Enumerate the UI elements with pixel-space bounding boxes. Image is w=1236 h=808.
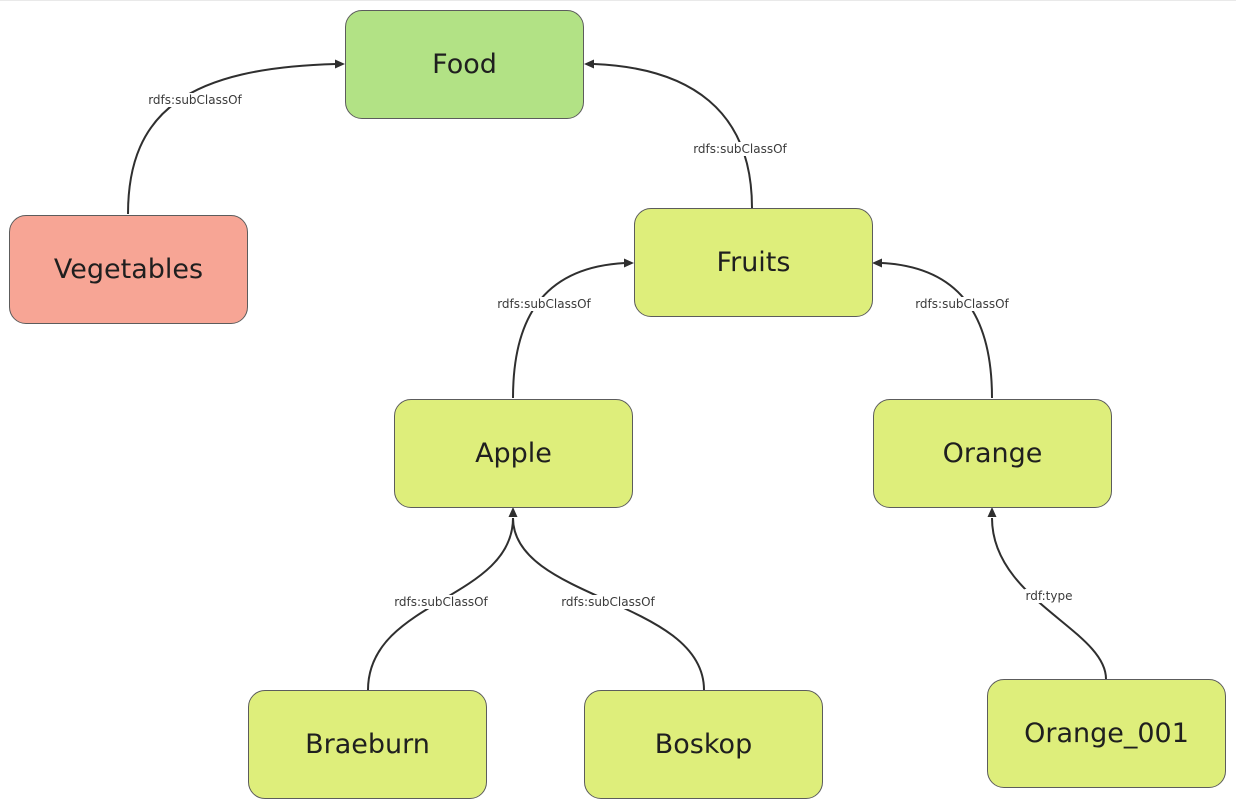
edge-label-orange-fruits: rdfs:subClassOf [914, 297, 1010, 311]
arrowhead-fruits-left [624, 258, 634, 268]
arrowhead-food-right [584, 59, 594, 69]
edge-label-apple-fruits: rdfs:subClassOf [496, 297, 592, 311]
edge-fruits-food [593, 63, 753, 209]
node-apple[interactable]: Apple [394, 399, 633, 508]
edge-label-orange001-orange: rdf:type [1024, 589, 1074, 603]
edge-label-fruits-food: rdfs:subClassOf [692, 142, 788, 156]
edge-orange001-orange [991, 517, 1107, 680]
arrowhead-apple-bottom [508, 507, 518, 517]
edge-apple-fruits [512, 262, 626, 399]
edge-vegetables-food [127, 63, 337, 215]
edge-orange-fruits [881, 262, 993, 399]
node-braeburn[interactable]: Braeburn [248, 690, 487, 799]
arrowhead-fruits-right [872, 258, 882, 268]
node-fruits[interactable]: Fruits [634, 208, 873, 317]
arrowhead-orange-bottom [987, 507, 997, 517]
node-orange-001[interactable]: Orange_001 [987, 679, 1226, 788]
edge-label-braeburn-apple: rdfs:subClassOf [393, 595, 489, 609]
edge-label-boskop-apple: rdfs:subClassOf [560, 595, 656, 609]
edge-label-vegetables-food: rdfs:subClassOf [147, 93, 243, 107]
arrowhead-food-left [335, 59, 345, 69]
node-food[interactable]: Food [345, 10, 584, 119]
node-orange[interactable]: Orange [873, 399, 1112, 508]
node-vegetables[interactable]: Vegetables [9, 215, 248, 324]
node-boskop[interactable]: Boskop [584, 690, 823, 799]
canvas-top-border [0, 0, 1236, 1]
